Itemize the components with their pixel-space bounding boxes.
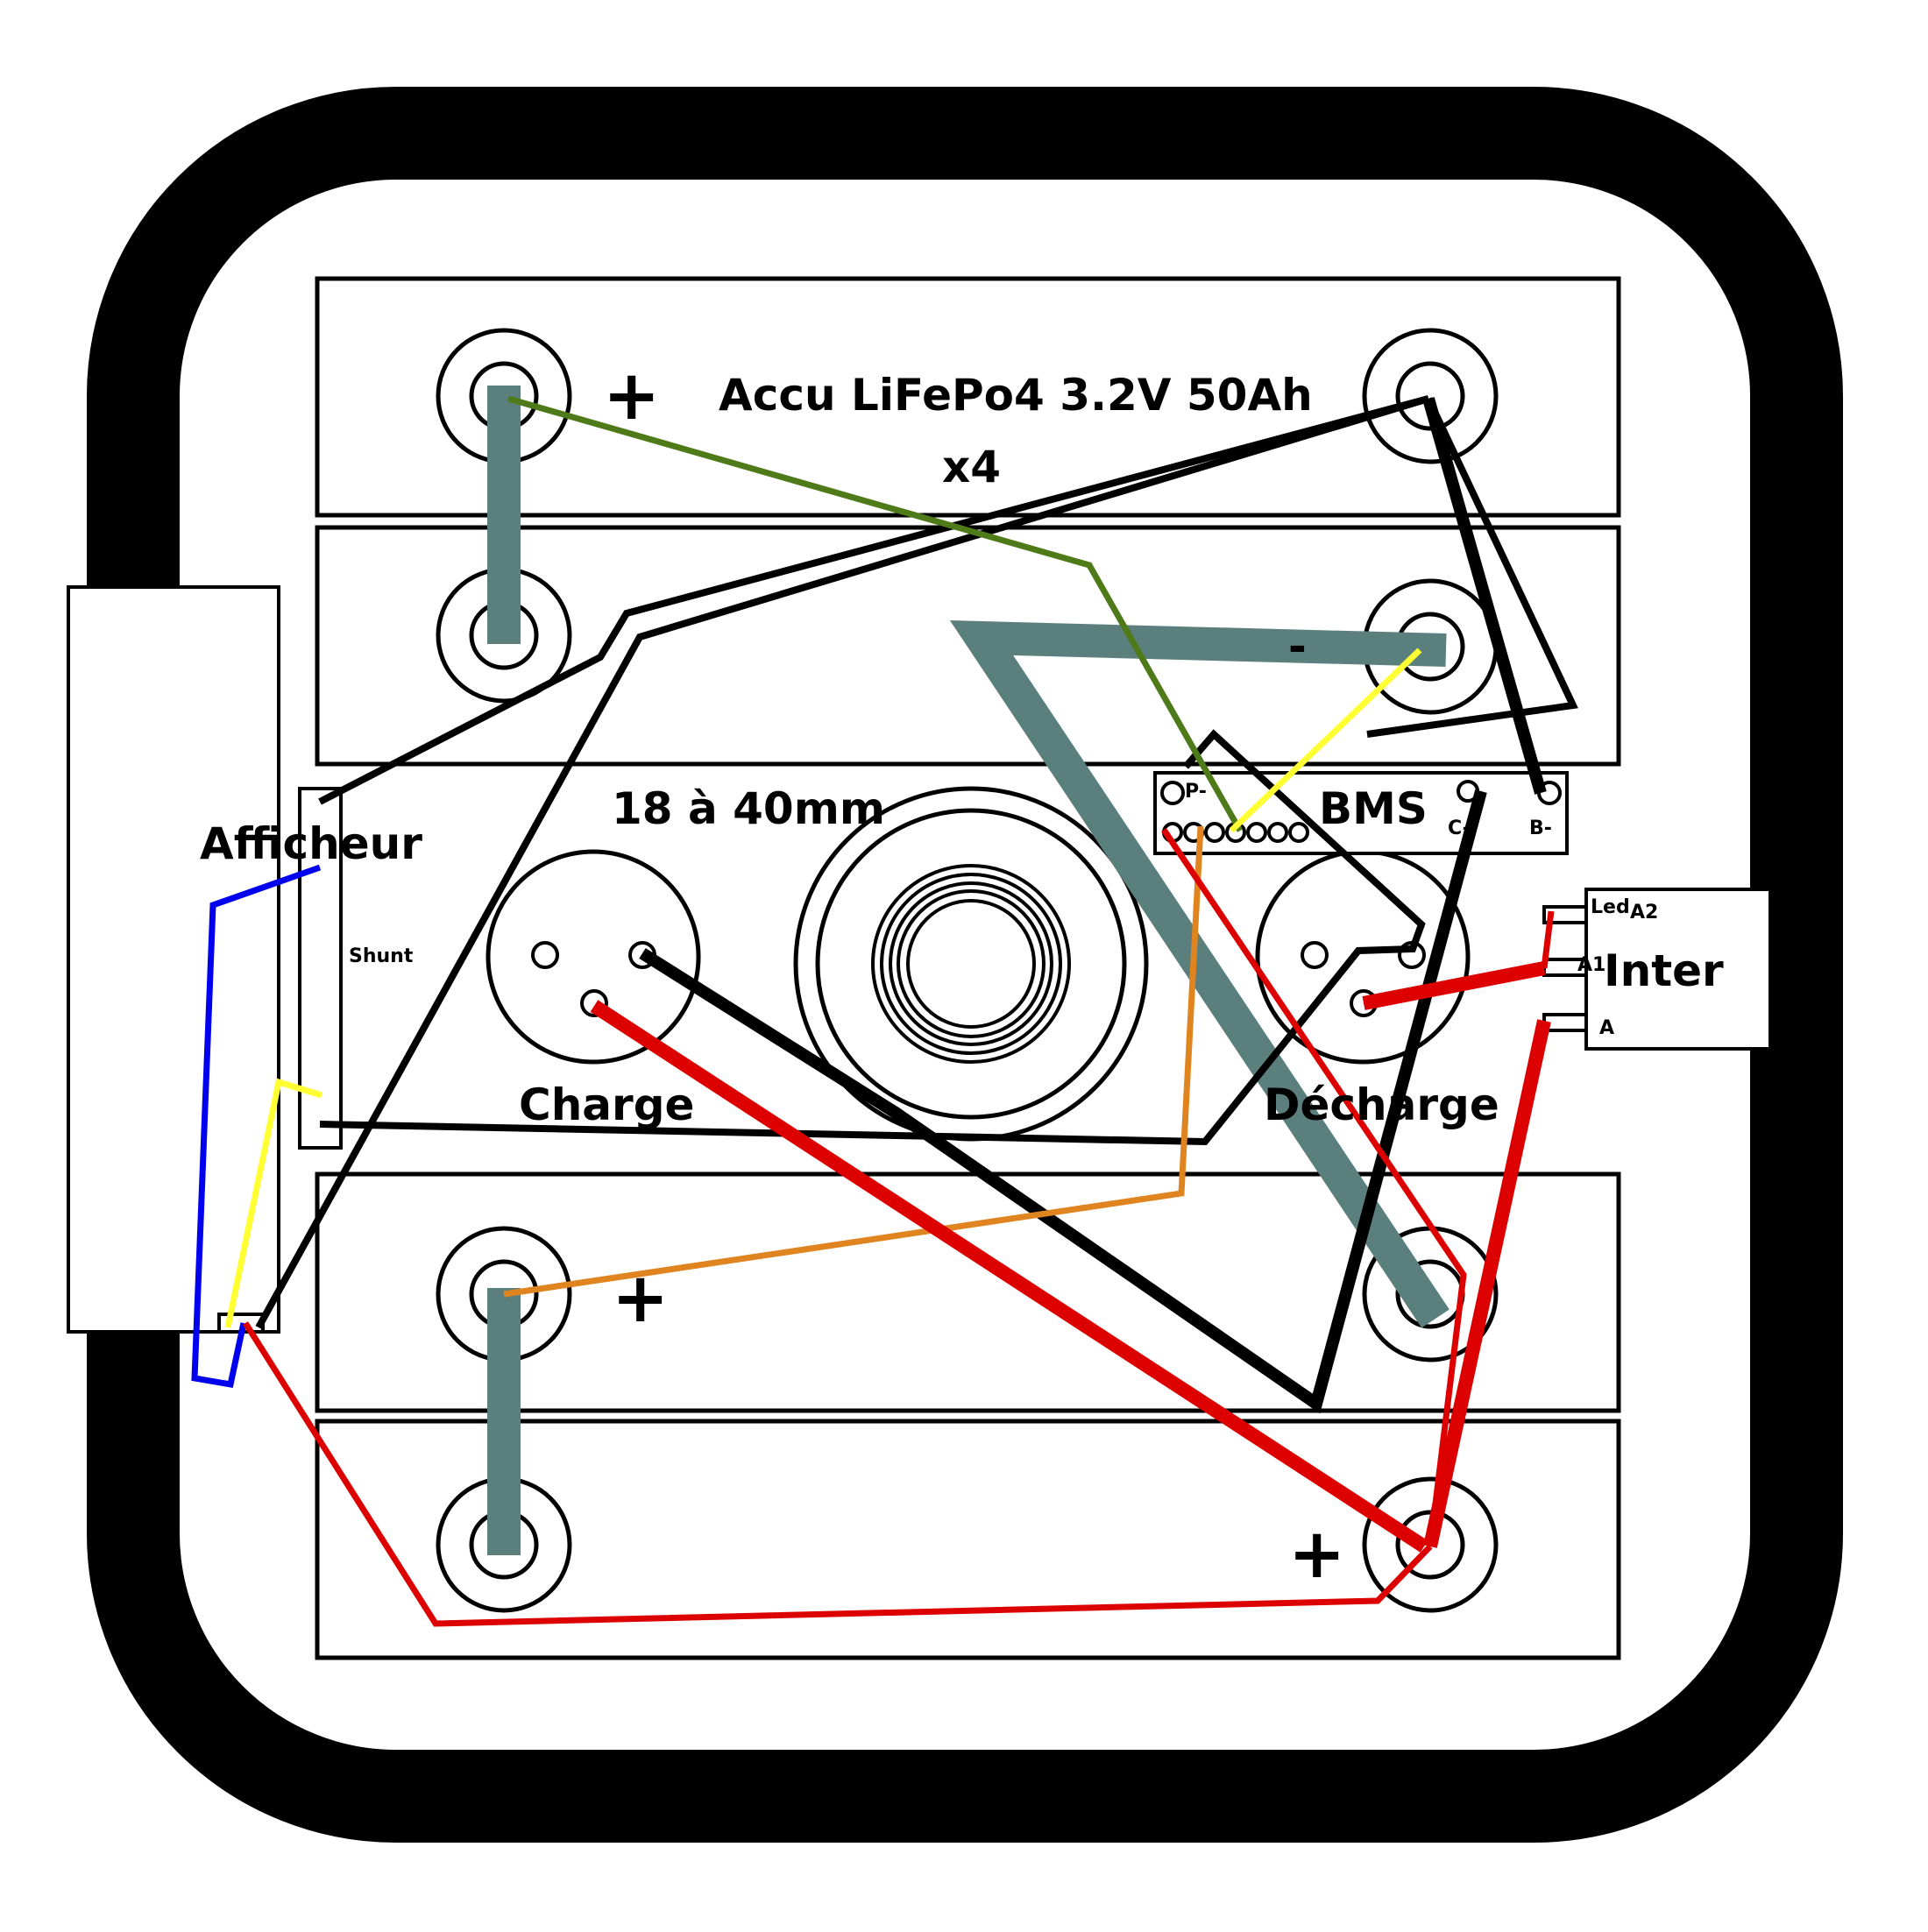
blue-wire [191,864,322,1389]
display-module [67,585,280,1334]
busbars [487,386,1450,1555]
bms-label: BMS [1319,783,1428,834]
switch-led-label: Led [1591,896,1630,918]
yellow-wire [224,1078,323,1328]
charge-label: Charge [519,1079,694,1130]
bms-board [1153,771,1569,855]
green-wire [507,395,1244,832]
plus-sign: + [1288,1515,1345,1594]
plus-sign: + [612,1259,669,1338]
battery-cell-3 [315,1171,1621,1413]
red-wire [1362,961,1546,1010]
black-wire [255,395,1430,1329]
black-wire [318,395,1430,805]
battery-cell-1 [315,276,1621,518]
red-wire [1423,1019,1551,1548]
switch-a1-label: A1 [1577,954,1605,976]
orange-wire [503,825,1204,1298]
black-wire [1422,397,1547,795]
red-wire [243,1321,1433,1627]
bms-p-label: P- [1185,781,1207,803]
bms-b-label: B- [1529,817,1552,839]
switch-module [1542,888,1772,1051]
switch-label: Inter [1604,945,1724,996]
black-wire [319,729,1426,1146]
wires [191,395,1578,1627]
discharge-label: Décharge [1264,1079,1499,1130]
connector-size-label: 18 à 40mm [612,783,885,834]
battery-terminal-icon [1362,1476,1499,1613]
black-wire [1366,397,1578,738]
black-wire [639,789,1487,1414]
shunt-label: Shunt [349,945,414,967]
battery-cell-4 [315,1419,1621,1660]
display-label: Afficheur [200,818,422,869]
battery-count-label: x4 [942,442,1001,492]
plus-sign: + [603,357,660,435]
switch-a2-label: A2 [1630,902,1658,924]
battery-label: Accu LiFePo4 3.2V 50Ah [719,370,1313,421]
red-wire [590,1000,1428,1553]
switch-a-label: A [1599,1017,1614,1039]
red-wire [1541,910,1555,969]
minus-sign: - [1288,621,1307,672]
busbar [949,620,1450,1328]
yellow-wire [1229,648,1422,833]
bms-c-label: C- [1448,817,1471,839]
battery-terminal-icon [1362,328,1499,464]
red-wire [1161,828,1467,1547]
